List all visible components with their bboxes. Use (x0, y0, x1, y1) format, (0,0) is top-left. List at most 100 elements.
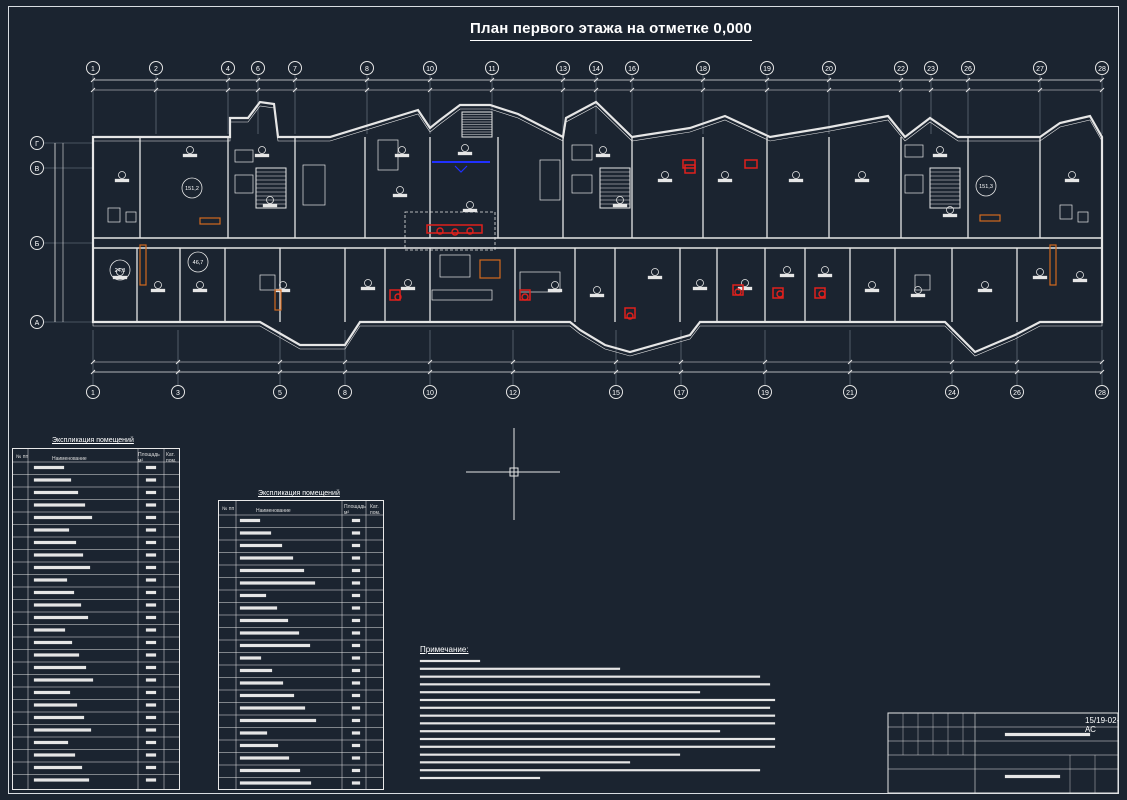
room-number-marker (946, 206, 954, 214)
axis-label: 28 (1098, 66, 1106, 73)
right-table-row-name (239, 706, 306, 710)
dim-tick (928, 77, 934, 83)
left-table-row-area (145, 465, 157, 470)
room-area-label (150, 288, 166, 293)
dim-tick (225, 77, 231, 83)
dim-tick (90, 369, 96, 375)
row-axis-bubble (30, 161, 44, 175)
dim-tick (364, 77, 370, 83)
room-area-label (932, 153, 948, 158)
furniture (904, 144, 924, 158)
room-area-label (647, 275, 663, 280)
right-table-row-name (239, 718, 317, 723)
room-area-label (392, 193, 408, 198)
room-area-label (1072, 278, 1088, 283)
axis-bubble (149, 61, 163, 75)
axis-bubble (924, 61, 938, 75)
dim-tick (427, 359, 433, 365)
left-table-row-area (145, 678, 157, 682)
note-text-line (419, 659, 481, 663)
note-text-line (419, 776, 541, 780)
right-table-row-area (351, 593, 361, 598)
room-area-callout (181, 177, 203, 199)
axis-bubble (1010, 385, 1024, 399)
right-table-row-name (239, 656, 262, 660)
right-table-row-name (239, 618, 289, 623)
stamp-drawing-code: 15/19-02-АС (1085, 716, 1120, 734)
furniture (259, 274, 276, 291)
staircase-center-treads (600, 171, 630, 205)
right-table-row-name (239, 518, 261, 523)
axis-bubble (822, 61, 836, 75)
right-table-row-area (351, 556, 361, 560)
fire-extinguisher-icon (626, 312, 634, 320)
dim-tick (700, 77, 706, 83)
furniture (571, 174, 593, 194)
room-number-marker (696, 279, 704, 287)
room-number-marker (398, 146, 406, 154)
dim-tick (342, 369, 348, 375)
axis-label: 2 (154, 66, 158, 73)
note-text-line (419, 683, 771, 686)
room-number-marker (741, 279, 749, 287)
stamp-text (1004, 732, 1091, 737)
right-table-row-area (351, 531, 361, 535)
left-table-row-area (145, 703, 157, 707)
dim-tick (277, 359, 283, 365)
dim-tick (613, 359, 619, 365)
left-table-row-area (145, 640, 157, 645)
note-text-line (419, 737, 776, 741)
fire-extinguisher-icon (451, 228, 459, 236)
furniture (519, 271, 561, 293)
axis-label: 22 (897, 66, 905, 73)
left-table-col-cat: Кат. пом. (166, 452, 177, 464)
stamp-text (1004, 774, 1061, 779)
left-table-row-name (33, 603, 82, 607)
axis-bubble (625, 61, 639, 75)
room-area-label (394, 153, 410, 158)
cad-cursor-box (509, 467, 519, 477)
dim-tick (255, 77, 261, 83)
dim-tick (510, 359, 516, 365)
left-table-row-name (33, 690, 71, 695)
dim-tick (847, 359, 853, 365)
row-axis-label: В (35, 166, 40, 173)
room-area-callout (187, 251, 209, 273)
axis-label: 23 (927, 66, 935, 73)
axis-bubble (273, 385, 287, 399)
fire-equipment-marker (426, 224, 483, 234)
axis-label: 14 (592, 66, 600, 73)
room-area-label (817, 273, 833, 278)
left-table-col-area: Площадь м² (138, 452, 160, 464)
left-table-row-name (33, 728, 92, 732)
room-number-marker (858, 171, 866, 179)
dim-tick (928, 87, 934, 93)
note-text-line (419, 753, 681, 756)
axis-bubble (556, 61, 570, 75)
left-table-row-name (33, 553, 84, 557)
axis-bubble (843, 385, 857, 399)
axis-bubble (423, 61, 437, 75)
fire-extinguisher-icon (521, 293, 529, 301)
room-number-marker (279, 281, 287, 289)
axis-label: 10 (426, 66, 434, 73)
right-table-row-name (239, 756, 290, 760)
axis-label: 11 (488, 66, 495, 73)
drawing-sheet-frame (8, 6, 1119, 794)
entrance-arrow (454, 165, 468, 173)
room-area-label (547, 288, 563, 293)
room-number-marker (258, 146, 266, 154)
axis-label: 15 (612, 390, 620, 397)
left-table-row-area (145, 603, 157, 607)
axis-label: 12 (509, 390, 517, 397)
axis-bubble (221, 61, 235, 75)
dim-tick (613, 369, 619, 375)
room-area-label (864, 288, 880, 293)
room-area-label (657, 178, 673, 183)
room-area-label (977, 288, 993, 293)
axis-bubble (506, 385, 520, 399)
room-area-value: 151,3 (979, 184, 993, 190)
furniture (234, 174, 254, 194)
row-axis-bubble (30, 315, 44, 329)
